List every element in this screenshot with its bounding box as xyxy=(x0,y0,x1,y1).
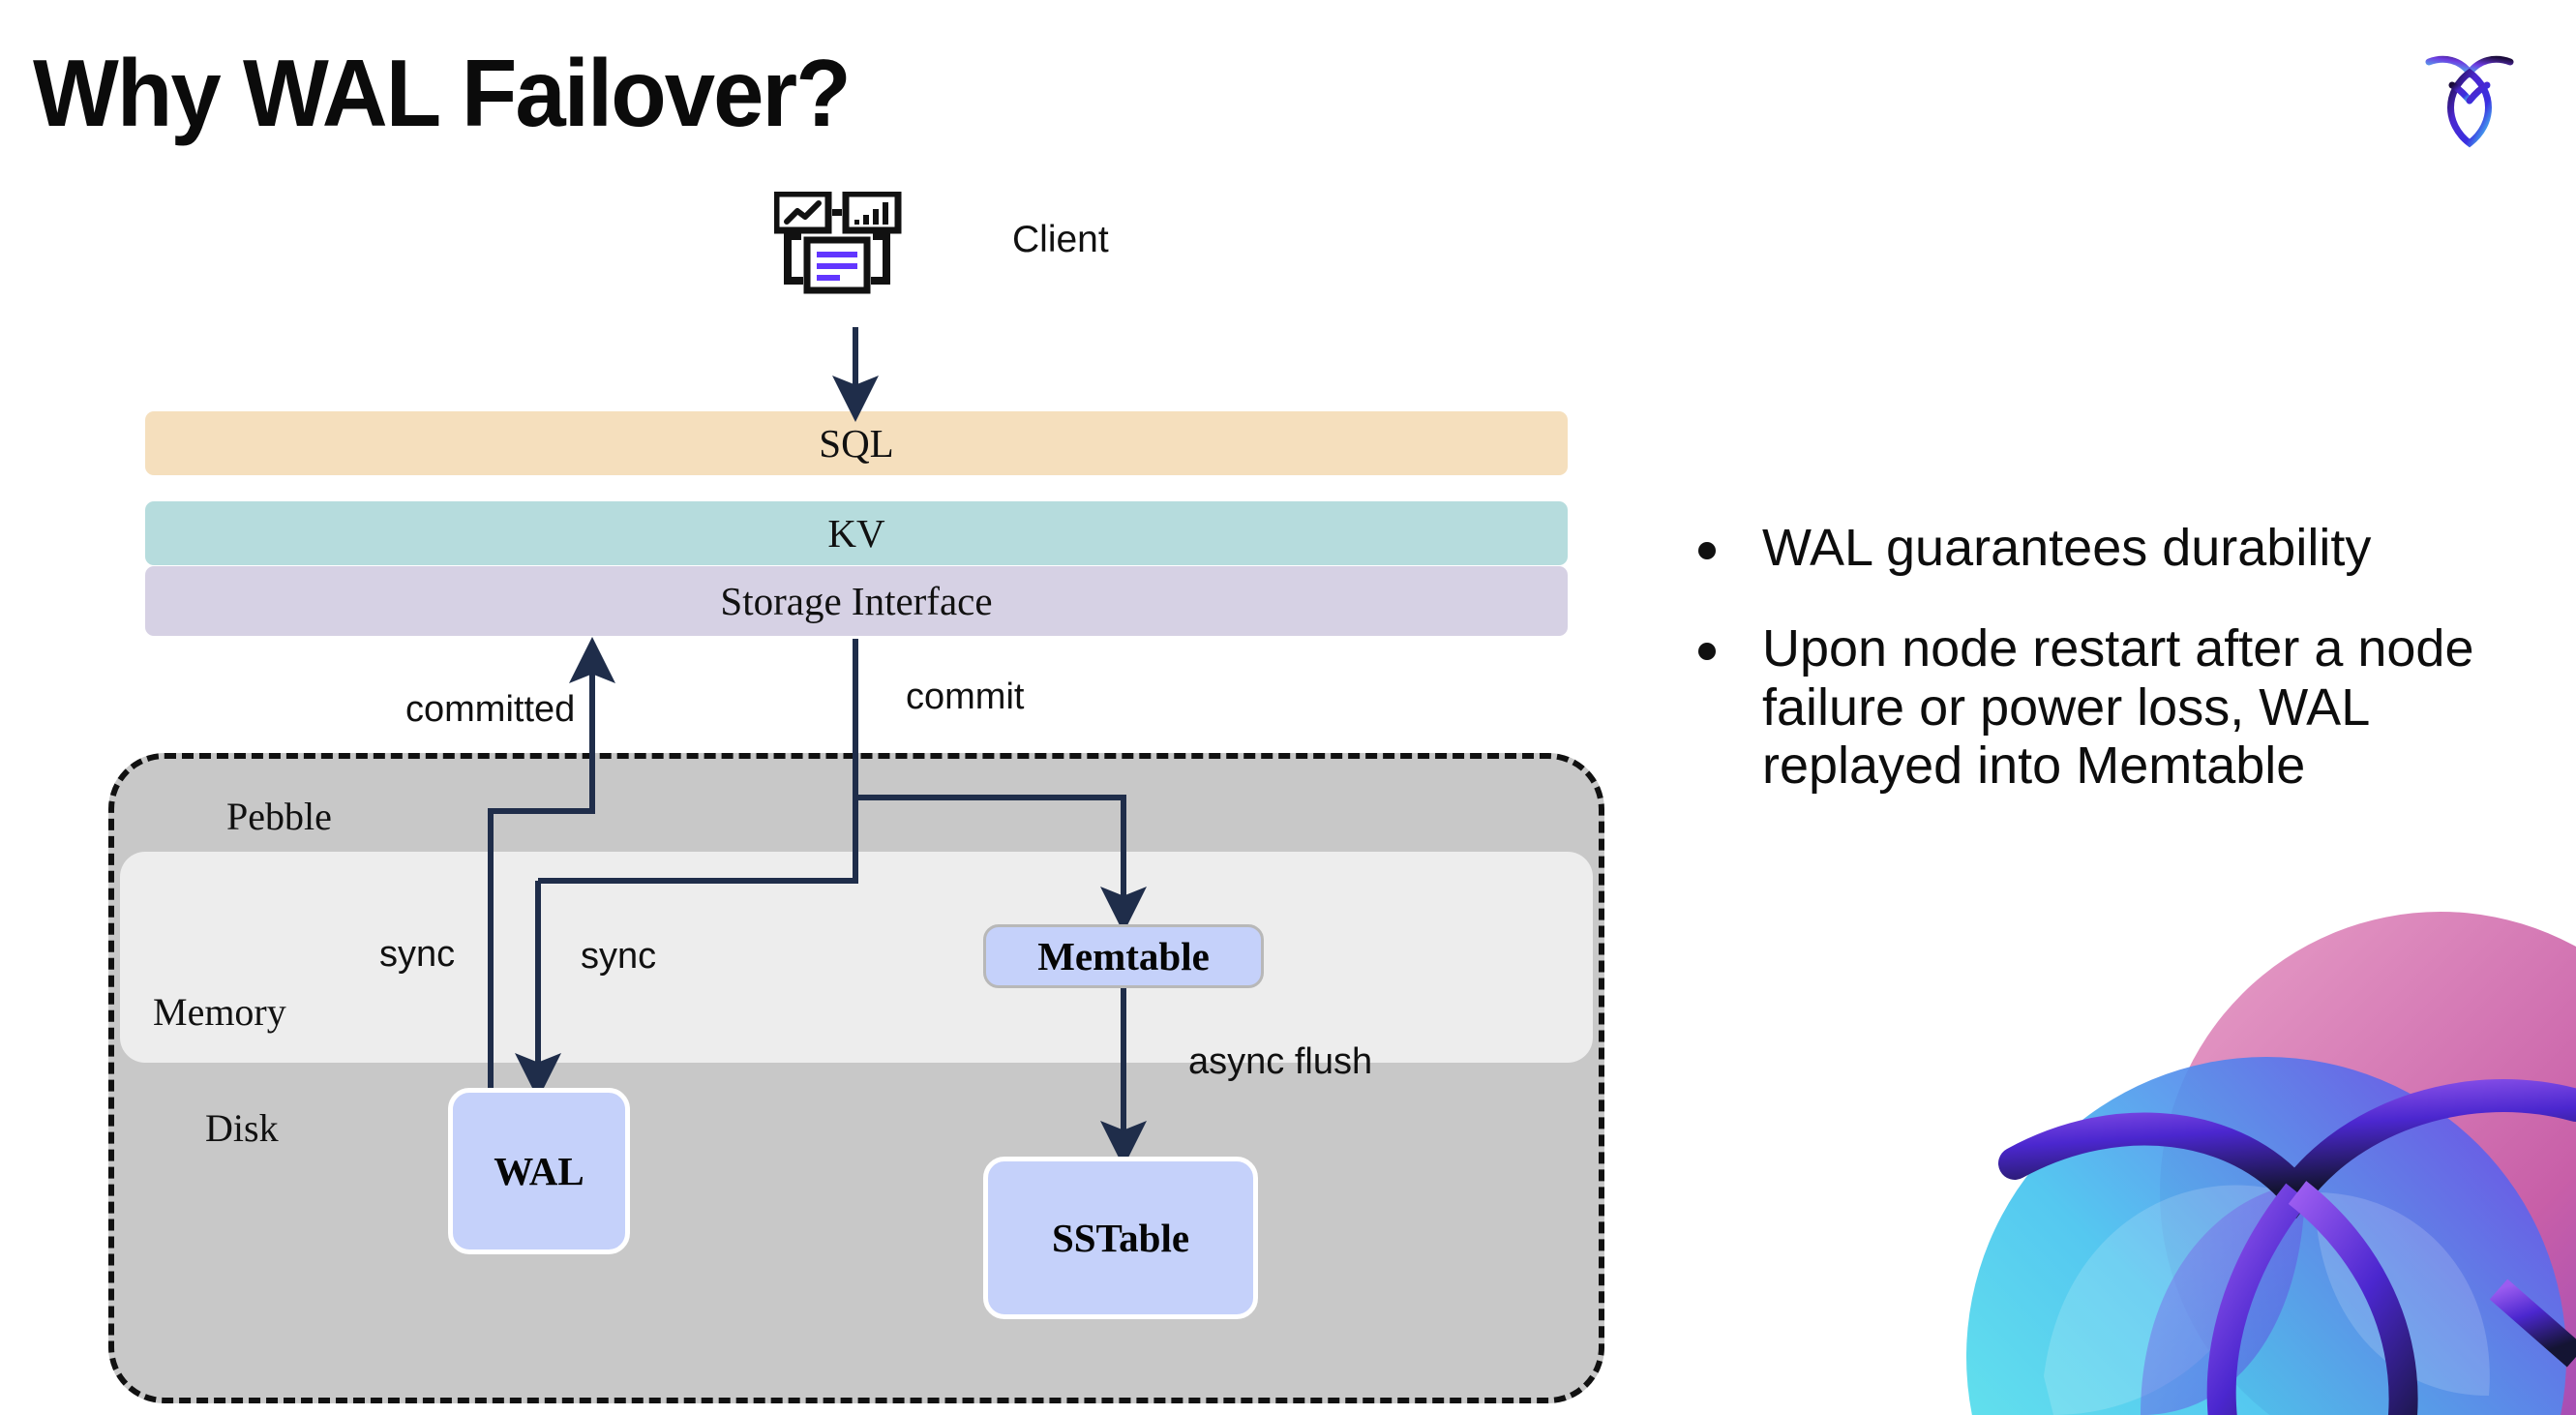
edge-label-sync-down: sync xyxy=(581,936,657,977)
architecture-diagram: Client SQL KV Storage Interface Pebble M… xyxy=(108,190,1604,1403)
client-dashboard-icon xyxy=(772,190,929,327)
layer-label-kv: KV xyxy=(827,511,885,556)
node-label-sstable: SSTable xyxy=(1051,1216,1190,1260)
client-label: Client xyxy=(1012,219,1109,260)
bullet-list: WAL guarantees durability Upon node rest… xyxy=(1698,519,2501,838)
layer-label-sql: SQL xyxy=(819,421,894,466)
node-sstable: SSTable xyxy=(983,1157,1258,1319)
cockroachdb-logo-icon xyxy=(2411,41,2528,159)
bullet-dot-icon xyxy=(1698,542,1716,559)
edge-label-async-flush: async flush xyxy=(1188,1041,1373,1082)
node-label-memtable: Memtable xyxy=(1037,934,1210,978)
page-title: Why WAL Failover? xyxy=(33,40,852,146)
memory-label: Memory xyxy=(153,990,286,1034)
pebble-label: Pebble xyxy=(226,795,332,838)
edge-label-sync-up: sync xyxy=(379,934,456,975)
node-memtable: Memtable xyxy=(983,924,1264,988)
list-item: WAL guarantees durability xyxy=(1698,519,2501,577)
memory-zone xyxy=(120,852,1593,1063)
layer-bar-storage-interface: Storage Interface xyxy=(145,566,1568,636)
bullet-dot-icon xyxy=(1698,643,1716,661)
pebble-container xyxy=(108,753,1604,1403)
node-wal: WAL xyxy=(448,1088,630,1254)
bullet-text: Upon node restart after a node failure o… xyxy=(1762,619,2474,796)
disk-label: Disk xyxy=(205,1106,279,1150)
layer-label-storage-interface: Storage Interface xyxy=(720,579,993,623)
list-item: Upon node restart after a node failure o… xyxy=(1698,619,2501,795)
edge-label-committed: committed xyxy=(405,689,576,730)
layer-bar-sql: SQL xyxy=(145,411,1568,475)
layer-bar-kv: KV xyxy=(145,501,1568,565)
bullet-text: WAL guarantees durability xyxy=(1762,519,2372,577)
node-label-wal: WAL xyxy=(494,1149,584,1193)
edge-label-commit: commit xyxy=(906,677,1025,717)
decorative-logo-graphic xyxy=(1899,873,2576,1415)
